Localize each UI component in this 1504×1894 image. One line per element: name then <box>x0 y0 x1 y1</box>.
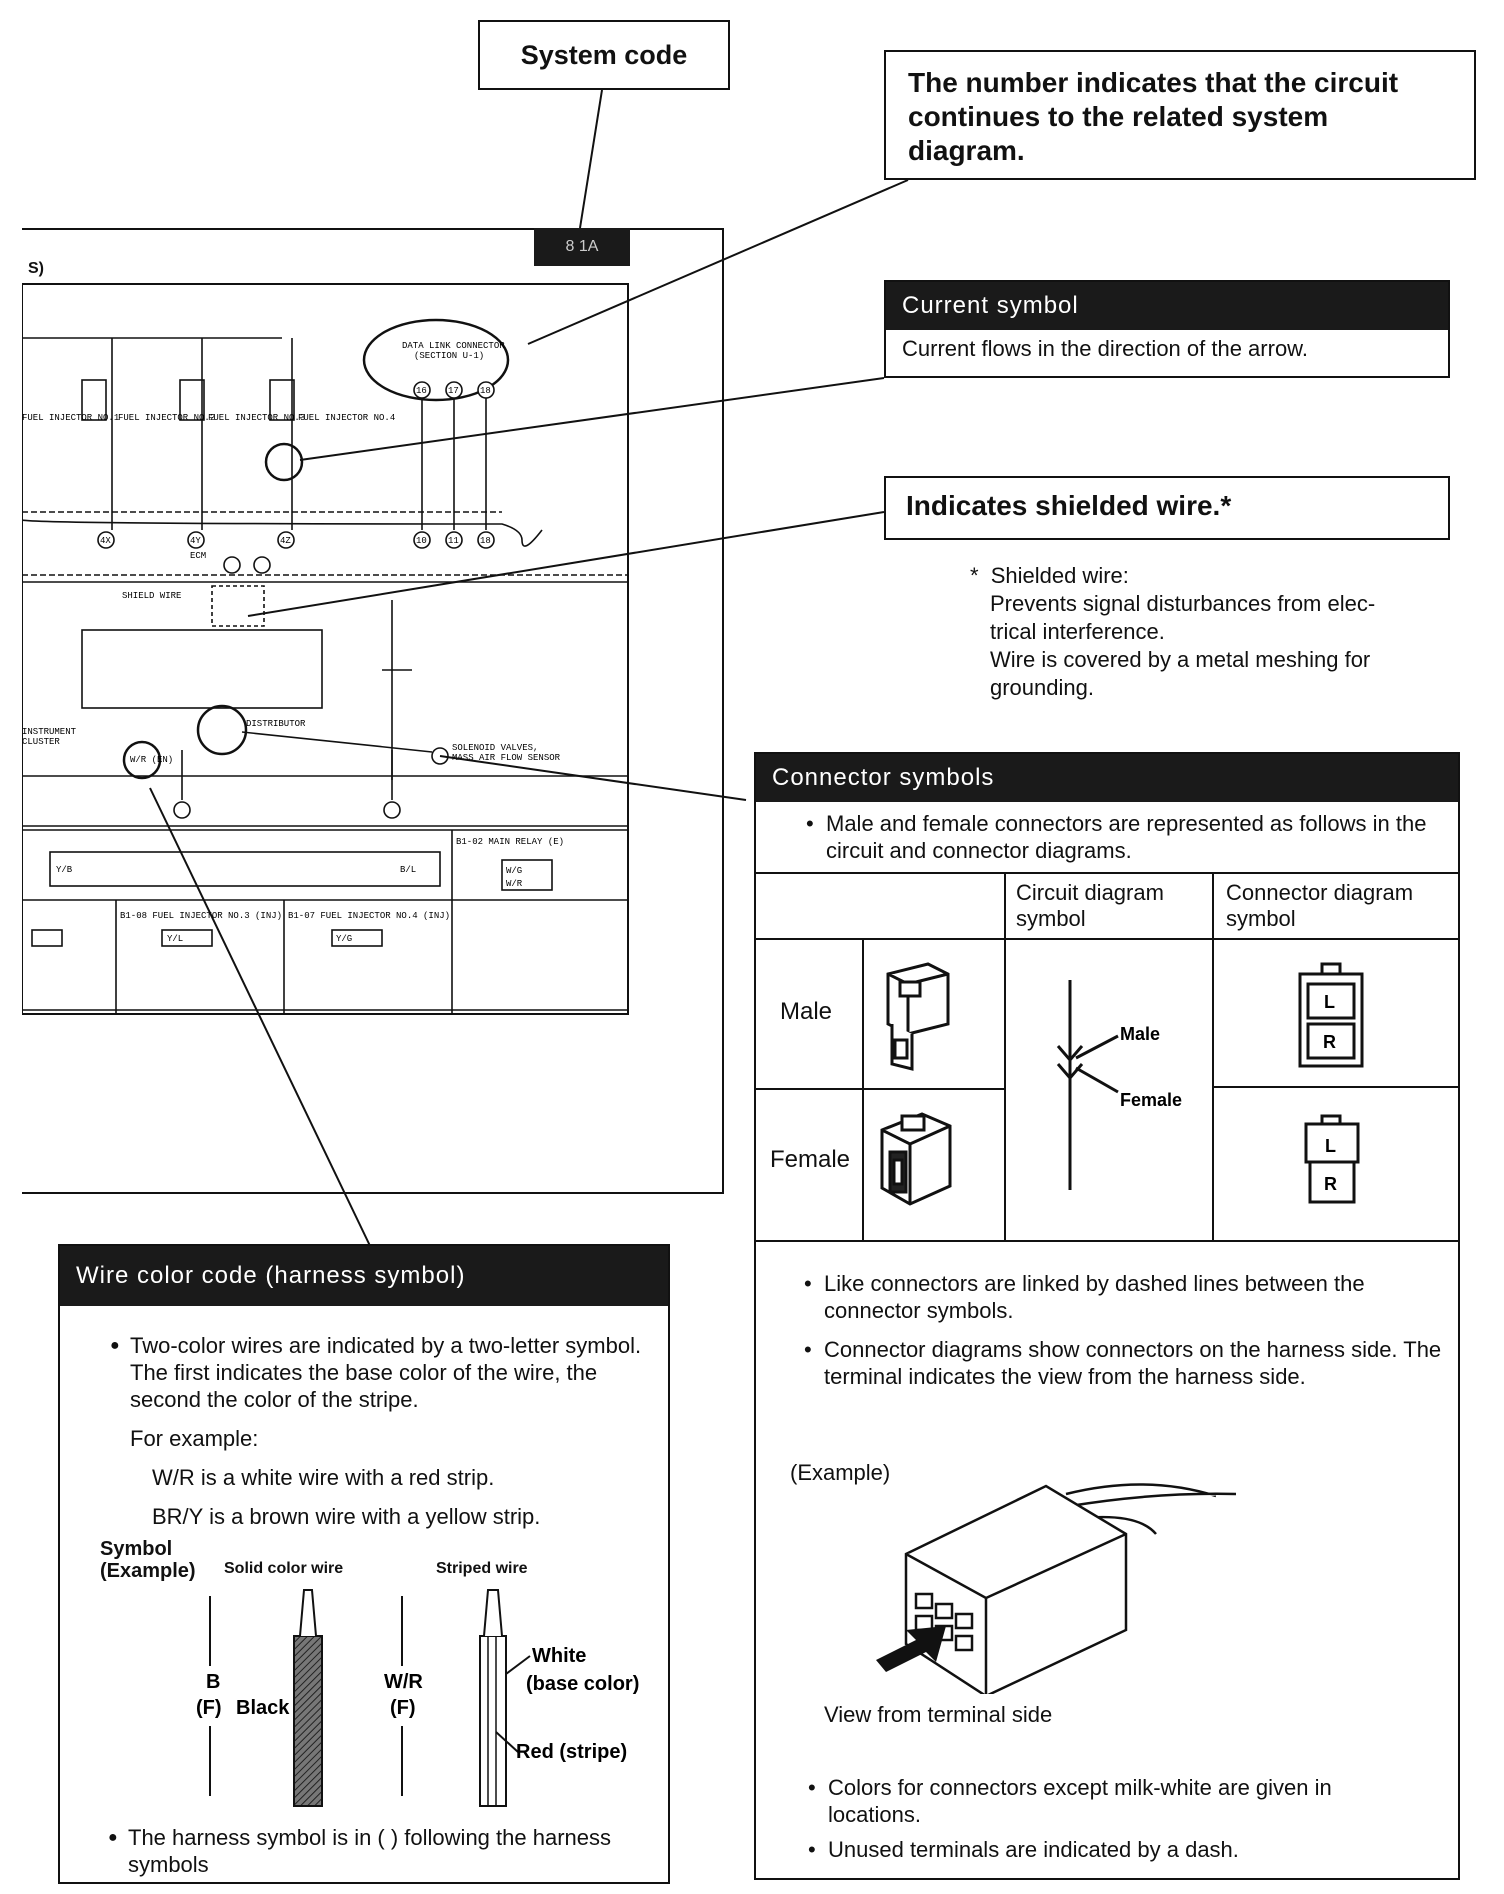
instrument-label-1: INSTRUMENT <box>22 727 77 737</box>
male-connector-diagram-symbol: L R <box>1298 962 1364 1068</box>
black-label: Black <box>236 1697 290 1719</box>
b-code: B <box>206 1671 220 1693</box>
female-pin-r: R <box>1324 1174 1337 1194</box>
shield-wire-label: SHIELD WIRE <box>122 591 181 601</box>
current-symbol-text: Current flows in the direction of the ar… <box>902 336 1308 361</box>
symbol-label: Symbol <box>100 1538 173 1560</box>
view-from-terminal-label: View from terminal side <box>824 1702 1053 1727</box>
injector-3-label: FUEL INJECTOR NO.3 <box>208 413 305 423</box>
conn-yb: Y/B <box>56 865 73 875</box>
wire-color-intro: Two-color wires are indicated by a two-l… <box>110 1332 644 1413</box>
female-pin-l: L <box>1325 1136 1336 1156</box>
for-example-label: For example: <box>130 1426 259 1451</box>
ecm-label: ECM <box>190 551 206 561</box>
connector-symbols-intro: Male and female connectors are represent… <box>806 810 1438 864</box>
white-label: White <box>532 1645 586 1667</box>
connector-symbols-panel: Connector symbols Male and female connec… <box>754 752 1460 1880</box>
symbol-female-label: Female <box>1120 1090 1182 1110</box>
continues-callout: The number indicates that the circuit co… <box>884 50 1476 180</box>
conn-wg: W/G <box>506 866 522 876</box>
ecm-pin-4z: 4Z <box>280 536 291 546</box>
connector-note-1: Like connectors are linked by dashed lin… <box>804 1270 1444 1324</box>
wr-code: W/R <box>384 1671 423 1693</box>
wr-en-label: W/R (EN) <box>130 755 173 765</box>
dlc-pin-17: 17 <box>448 386 459 396</box>
conn-yg: Y/G <box>336 934 352 944</box>
wire-color-panel: Wire color code (harness symbol) Two-col… <box>58 1244 670 1884</box>
distributor-label: DISTRIBUTOR <box>246 719 306 729</box>
male-pin-r: R <box>1323 1032 1336 1052</box>
current-symbol-panel: Current symbol Current flows in the dire… <box>884 280 1450 378</box>
diagram-header-fragment: S) <box>28 260 44 277</box>
wr-harness: (F) <box>390 1697 416 1719</box>
shielded-text: Indicates shielded wire.* <box>906 490 1232 521</box>
symbol-example-label: (Example) <box>100 1560 196 1582</box>
system-code-callout: System code <box>478 20 730 90</box>
shielded-note-star: * <box>970 563 979 588</box>
ecm-pin-4y: 4Y <box>190 536 201 546</box>
shielded-note-line-2: trical interference. <box>990 619 1165 644</box>
solenoid-label-1: SOLENOID VALVES, <box>452 743 538 753</box>
row-male-label: Male <box>780 998 833 1025</box>
male-connector-icon <box>886 962 950 1071</box>
example-2: BR/Y is a brown wire with a yellow strip… <box>152 1504 541 1529</box>
shielded-note-title: Shielded wire: <box>990 563 1129 588</box>
connector-table: Circuit diagram symbol Connector diagram… <box>756 872 1458 1242</box>
circuit-symbol-drawing: Male Female <box>1056 980 1182 1190</box>
red-stripe-label: Red (stripe) <box>516 1741 627 1763</box>
fi4-connector-label: B1-07 FUEL INJECTOR NO.4 (INJ) <box>288 911 450 921</box>
circuit-diagram: 8 1A S) <box>22 228 724 1194</box>
row-female-label: Female <box>770 1146 851 1173</box>
injector-4-label: FUEL INJECTOR NO.4 <box>298 413 395 423</box>
ecm-pin-10: 10 <box>416 536 427 546</box>
connector-example-label: (Example) <box>790 1460 891 1485</box>
shielded-note-line-4: grounding. <box>990 675 1094 700</box>
connector-symbols-title: Connector symbols <box>756 754 1458 802</box>
symbol-male-label: Male <box>1120 1024 1160 1044</box>
dlc-label: DATA LINK CONNECTOR <box>402 341 505 351</box>
ecm-pin-18: 18 <box>480 536 491 546</box>
striped-wire-label: Striped wire <box>436 1560 528 1577</box>
base-color-label: (base color) <box>526 1673 639 1695</box>
wire-color-footer: The harness symbol is in ( ) following t… <box>108 1824 628 1878</box>
shielded-note-line-1: Prevents signal disturbances from elec- <box>990 591 1376 616</box>
injector-1-label: FUEL INJECTOR NO.1 <box>22 413 119 423</box>
conn-bl: B/L <box>400 865 416 875</box>
col-connector-header: Connector diagram symbol <box>1226 880 1414 931</box>
conn-wr: W/R <box>506 879 523 889</box>
connector-footer-2: Unused terminals are indicated by a dash… <box>808 1836 1428 1863</box>
b-harness: (F) <box>196 1697 222 1719</box>
injector-2-label: FUEL INJECTOR NO.2 <box>118 413 215 423</box>
connector-note-2: Connector diagrams show connectors on th… <box>804 1336 1444 1390</box>
ecm-pin-11: 11 <box>448 536 459 546</box>
continues-text: The number indicates that the circuit co… <box>908 67 1399 166</box>
fi3-connector-label: B1-08 FUEL INJECTOR NO.3 (INJ) <box>120 911 282 921</box>
dlc-pin-18: 18 <box>480 386 491 396</box>
col-circuit-header: Circuit diagram symbol <box>1016 880 1164 931</box>
female-connector-icon <box>880 1112 952 1206</box>
ecm-pin-4x: 4X <box>100 536 111 546</box>
dlc-section: (SECTION U-1) <box>414 351 484 361</box>
connector-example-drawing <box>876 1483 1237 1694</box>
current-symbol-title: Current symbol <box>886 282 1448 330</box>
example-1: W/R is a white wire with a red strip. <box>152 1465 495 1490</box>
main-relay-label: B1-02 MAIN RELAY (E) <box>456 837 564 847</box>
shielded-note-line-3: Wire is covered by a metal meshing for <box>990 647 1371 672</box>
solid-wire-label: Solid color wire <box>224 1560 344 1577</box>
dlc-pin-16: 16 <box>416 386 427 396</box>
wire-examples-drawing: B (F) Black W/R (F) White (base color) R… <box>196 1589 639 1807</box>
shielded-note: * Shielded wire: Prevents signal disturb… <box>970 562 1375 702</box>
shielded-callout: Indicates shielded wire.* <box>884 476 1450 540</box>
connector-footer-1: Colors for connectors except milk-white … <box>808 1774 1428 1828</box>
solenoid-label-2: MASS AIR FLOW SENSOR <box>452 753 561 763</box>
circuit-drawing: DATA LINK CONNECTOR (SECTION U-1) 16 17 … <box>22 283 629 1015</box>
wire-color-title: Wire color code (harness symbol) <box>60 1246 668 1306</box>
male-pin-l: L <box>1324 992 1335 1012</box>
conn-yl: Y/L <box>167 934 183 944</box>
instrument-label-2: CLUSTER <box>22 737 60 747</box>
system-code-text: System code <box>520 39 688 70</box>
female-connector-diagram-symbol: L R <box>1304 1114 1360 1204</box>
